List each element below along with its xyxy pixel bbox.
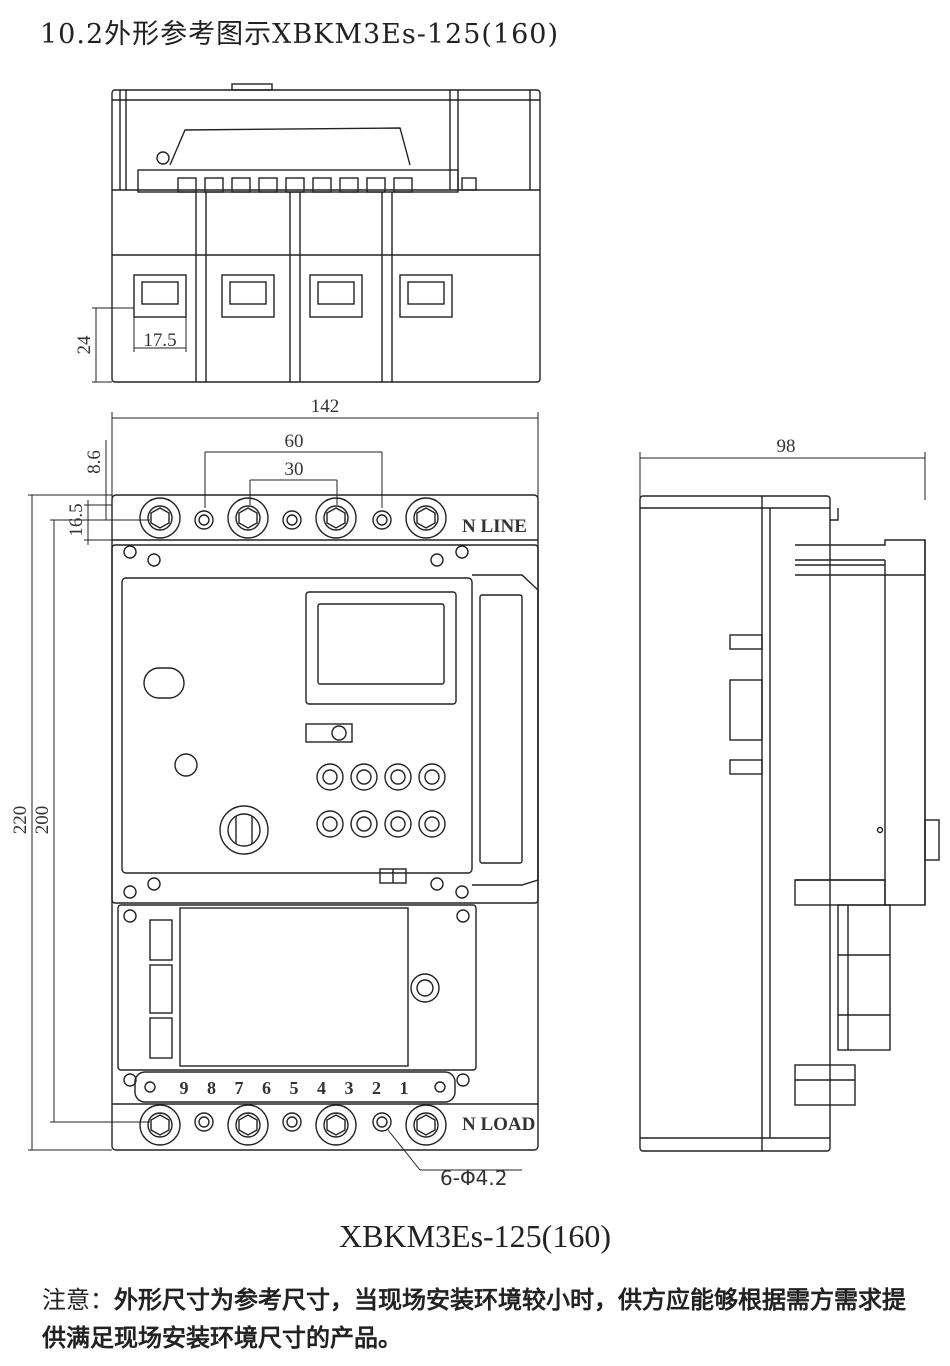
front-dim-200: 200 — [32, 806, 53, 835]
note-block: 注意：外形尺寸为参考尺寸，当现场安装环境较小时，供方应能够根据需方需求提供满足现… — [42, 1281, 922, 1357]
terminal-number: 8 — [207, 1078, 216, 1098]
note-label: 注意： — [42, 1286, 114, 1314]
front-dim-220: 220 — [10, 806, 31, 835]
top-dim-height: 24 — [74, 335, 95, 355]
top-dim-width: 17.5 — [143, 330, 176, 351]
terminal-number: 6 — [262, 1078, 271, 1098]
label-n-load: N LOAD — [462, 1114, 535, 1135]
front-dim-60: 60 — [285, 431, 304, 452]
front-dim-30: 30 — [285, 459, 304, 480]
terminal-number: 4 — [317, 1078, 326, 1098]
label-n-line: N LINE — [462, 516, 527, 537]
page-heading: 10.2外形参考图示XBKM3Es-125(160) — [40, 19, 560, 50]
front-view — [28, 412, 539, 1171]
terminal-number: 5 — [290, 1078, 299, 1098]
side-view — [639, 452, 940, 1152]
front-dim-142: 142 — [311, 396, 340, 417]
terminal-number: 9 — [180, 1078, 189, 1098]
figure-caption: XBKM3Es-125(160) — [339, 1218, 611, 1254]
terminal-number: 7 — [235, 1078, 244, 1098]
front-dim-165: 16.5 — [66, 503, 87, 536]
hole-note: 6-Φ4.2 — [440, 1166, 508, 1190]
terminal-number: 2 — [372, 1078, 381, 1098]
note-text: 外形尺寸为参考尺寸，当现场安装环境较小时，供方应能够根据需方需求提供满足现场安装… — [42, 1286, 906, 1352]
top-view — [92, 83, 541, 383]
terminal-number: 3 — [345, 1078, 354, 1098]
front-dim-86: 8.6 — [84, 450, 105, 474]
side-dim-98: 98 — [777, 436, 796, 457]
terminal-number: 1 — [400, 1078, 409, 1098]
